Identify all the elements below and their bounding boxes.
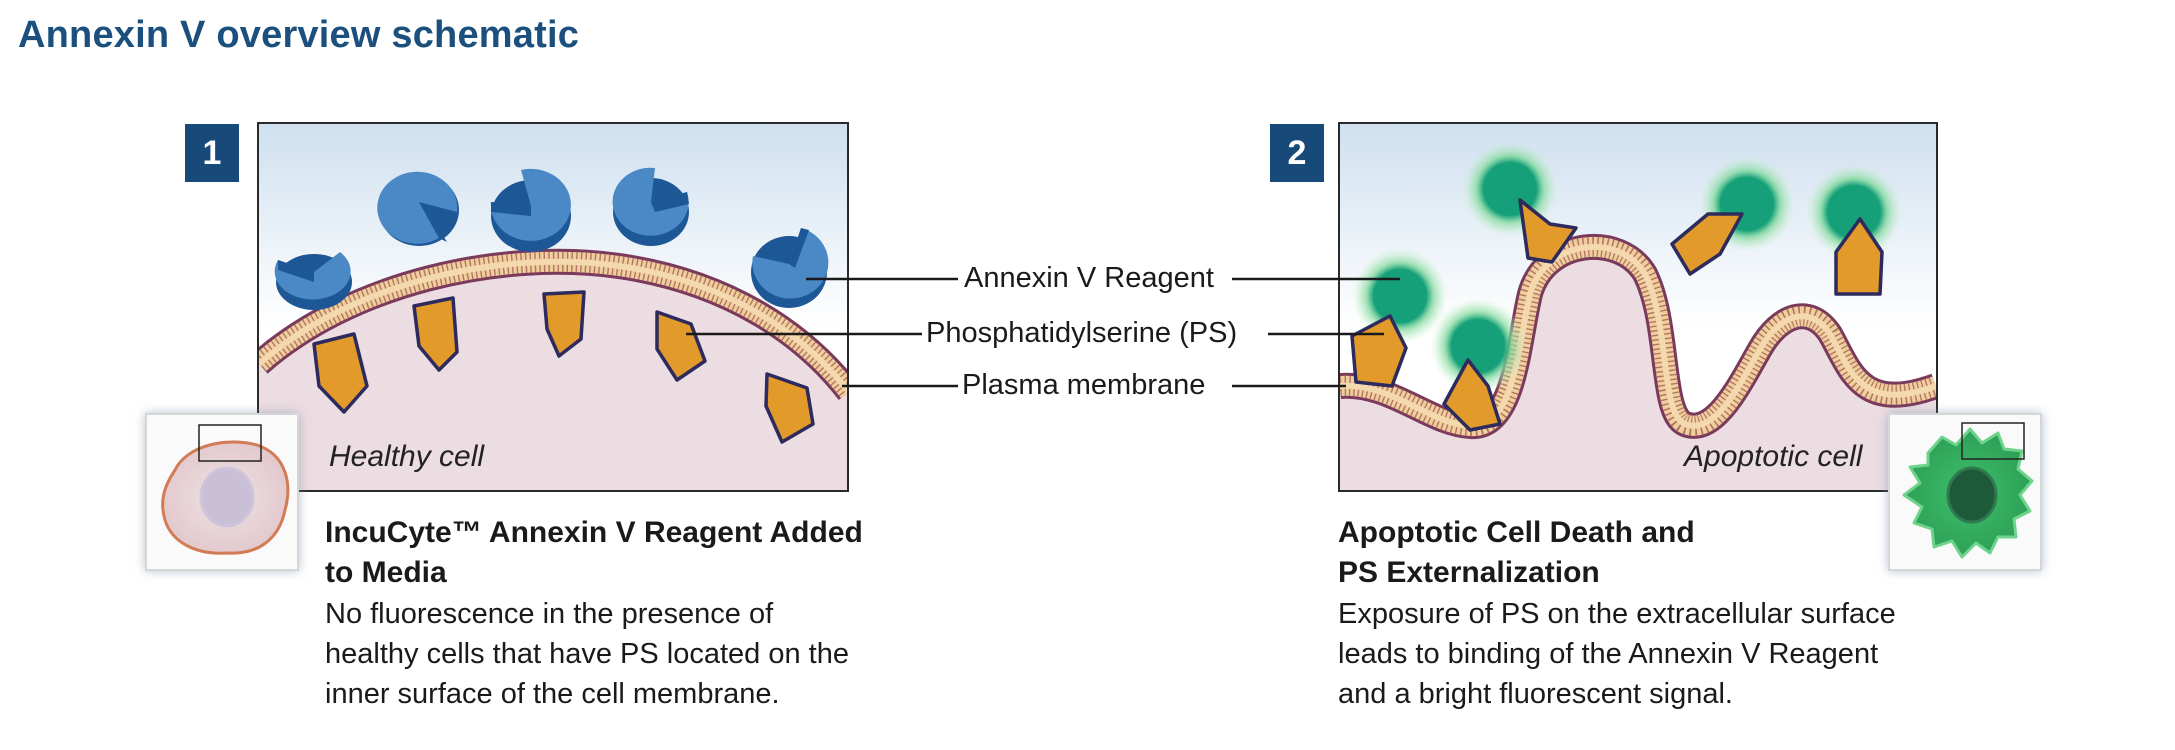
panel-1-description: No fluorescence in the presence of healt… (325, 598, 849, 710)
ps-molecules-externalized (1350, 198, 1884, 432)
ps-molecules (312, 290, 815, 444)
step-1-number: 1 (202, 133, 222, 172)
diagram-title: Annexin V overview schematic (18, 14, 580, 56)
step-2-number: 2 (1287, 133, 1307, 172)
healthy-cell-panel: Healthy cell (257, 122, 849, 492)
nucleus (199, 466, 255, 528)
nucleus (1946, 466, 1998, 524)
panel-1-heading: IncuCyte™ Annexin V Reagent Added to Med… (325, 516, 863, 589)
apoptotic-cell-panel: Apoptotic cell (1338, 122, 1938, 492)
step-1-badge: 1 (185, 124, 239, 182)
apoptotic-cell-label: Apoptotic cell (1684, 440, 1863, 473)
healthy-cell-thumbnail (145, 413, 299, 571)
panel-2-heading: Apoptotic Cell Death and PS Externalizat… (1338, 516, 1695, 589)
zoom-box (198, 424, 262, 462)
healthy-cell-illustration (259, 124, 847, 490)
healthy-cell-label: Healthy cell (329, 440, 485, 473)
apoptotic-cell-thumbnail (1888, 413, 2042, 571)
cytoplasm (259, 261, 847, 490)
apoptotic-cell-illustration (1340, 124, 1936, 490)
callout-plasma-membrane: Plasma membrane (962, 369, 1206, 401)
annexin-v-molecules (274, 167, 829, 310)
panel-2-description: Exposure of PS on the extracellular surf… (1338, 598, 1896, 710)
step-2-badge: 2 (1270, 124, 1324, 182)
zoom-box (1961, 422, 2025, 460)
callout-phosphatidylserine: Phosphatidylserine (PS) (926, 317, 1238, 349)
callout-annexin-v-reagent: Annexin V Reagent (964, 262, 1214, 294)
